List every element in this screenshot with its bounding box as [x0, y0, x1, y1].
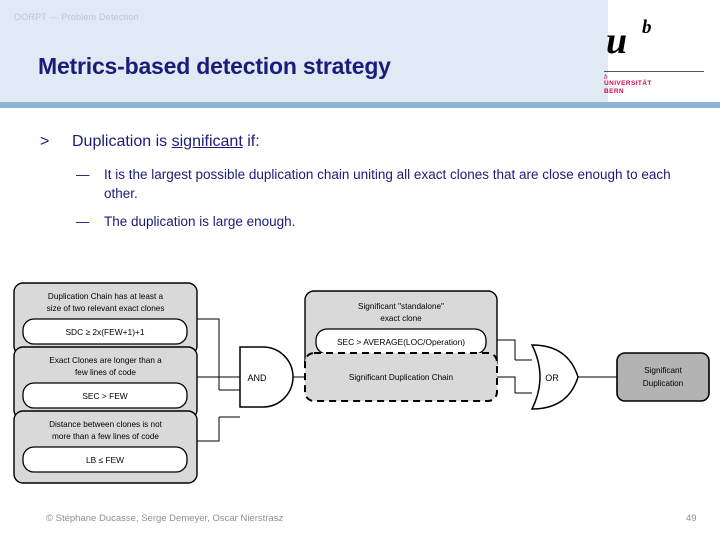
- middle-label-line1: Significant "standalone": [358, 302, 444, 311]
- middle-formula: SEC > AVERAGE(LOC/Operation): [337, 337, 465, 347]
- logo-tick-mark: b: [604, 73, 608, 81]
- and-gate-label: AND: [247, 373, 267, 383]
- middle-label-line2: exact clone: [380, 314, 422, 323]
- logo-letter-u: u: [606, 20, 628, 62]
- sub-bullet-marker: —: [76, 167, 90, 182]
- result-box-significant-duplication: Significant Duplication: [616, 352, 710, 402]
- or-gate-label: OR: [545, 373, 559, 383]
- sub-bullet-text: The duplication is large enough.: [104, 214, 296, 229]
- header-divider-rule-right: [608, 102, 720, 108]
- sub-bullet-text: It is the largest possible duplication c…: [104, 167, 671, 201]
- sub-bullet-2: — The duplication is large enough.: [76, 212, 676, 231]
- header-kicker: OORPT — Problem Detection: [14, 12, 139, 22]
- and-gate: AND: [239, 346, 294, 408]
- bullet-text-post: if:: [242, 133, 260, 150]
- page-title: Metrics-based detection strategy: [38, 53, 391, 79]
- logo-wordmark: UNIVERSITÄT BERN: [604, 80, 652, 96]
- condition-label-line1: Duplication Chain has at least a: [48, 292, 164, 301]
- condition-label-line1: Exact Clones are longer than a: [49, 356, 162, 365]
- condition-box-clone-distance: Distance between clones is not more than…: [13, 410, 198, 484]
- logo-wordmark-line1: UNIVERSITÄT: [604, 80, 652, 87]
- university-bern-logo: u b b UNIVERSITÄT BERN: [598, 8, 712, 100]
- sub-bullet-1: — It is the largest possible duplication…: [76, 165, 676, 203]
- condition-label-line1: Distance between clones is not: [49, 420, 163, 429]
- result-label-line2: Duplication: [643, 379, 684, 388]
- footer-page-number: 49: [686, 513, 697, 524]
- condition-box-exact-clones-length: Exact Clones are longer than a few lines…: [13, 346, 198, 420]
- bullet-text-emphasis: significant: [171, 133, 243, 150]
- condition-label-line2: few lines of code: [75, 368, 136, 377]
- detection-strategy-diagram: Duplication Chain has at least a size of…: [0, 265, 720, 485]
- bullet-marker: >: [40, 133, 50, 150]
- footer-copyright: © Stéphane Ducasse, Serge Demeyer, Oscar…: [46, 513, 284, 524]
- logo-rule: [604, 71, 704, 72]
- logo-wordmark-line2: BERN: [604, 88, 625, 95]
- or-gate: OR: [530, 344, 579, 410]
- condition-formula: LB ≤ FEW: [86, 455, 124, 465]
- condition-formula: SEC > FEW: [82, 391, 127, 401]
- condition-label-line2: more than a few lines of code: [52, 432, 159, 441]
- middle-box-significant-duplication-chain: Significant Duplication Chain: [304, 352, 498, 402]
- bullet-text-pre: Duplication is: [72, 133, 172, 150]
- header-band: [0, 0, 608, 102]
- condition-box-duplication-chain-size: Duplication Chain has at least a size of…: [13, 282, 198, 356]
- sub-bullet-marker: —: [76, 214, 90, 229]
- middle-label-line1: Significant Duplication Chain: [349, 373, 454, 382]
- bullet-level1: > Duplication is significant if:: [40, 133, 680, 151]
- header-divider-rule: [0, 102, 608, 108]
- logo-letter-b: b: [642, 17, 652, 38]
- condition-label-line2: size of two relevant exact clones: [47, 304, 165, 313]
- result-label-line1: Significant: [644, 366, 683, 375]
- condition-formula: SDC ≥ 2x(FEW+1)+1: [65, 327, 144, 337]
- connector-lines: [197, 318, 617, 442]
